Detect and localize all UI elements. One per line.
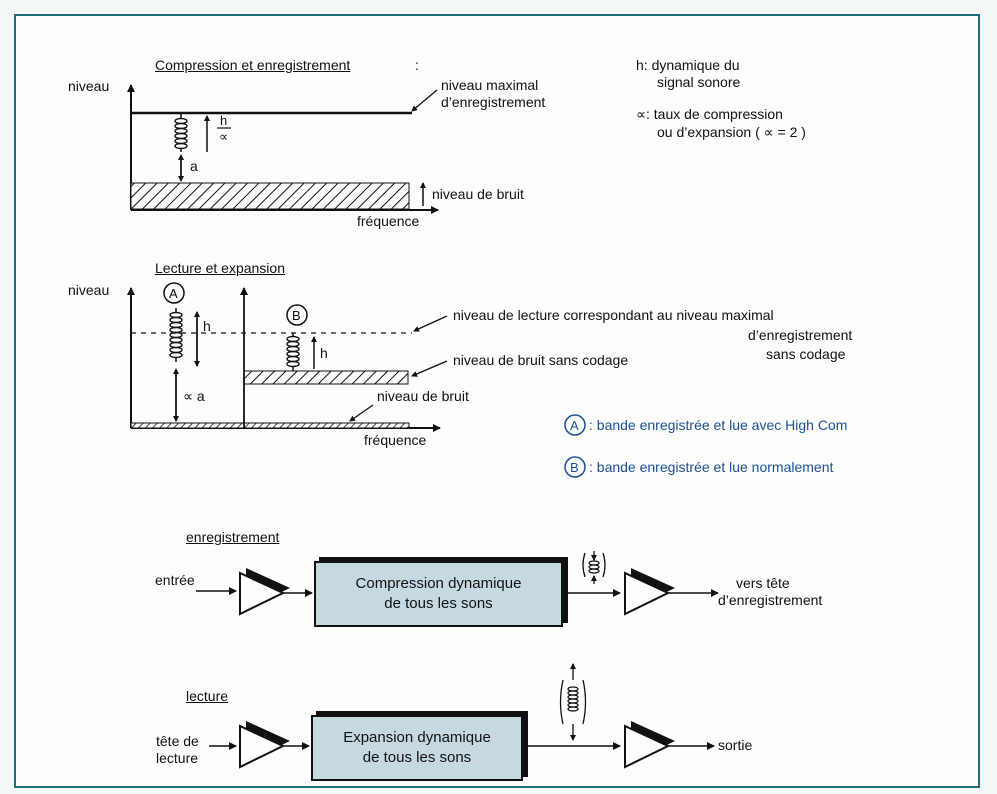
top-plot [127,84,439,214]
mid-spring-a [169,308,183,362]
expansion-box-line-2: de tous les sons [362,749,472,766]
mid-h-label-a: h [203,318,211,334]
mid-spring-b [286,333,300,371]
rec-output-label-1: vers tête [736,575,790,591]
legend-a-marker: A [570,418,579,433]
play-title: lecture [186,688,229,704]
legend-a-circle [564,414,586,436]
mid-marker-b-circle [286,304,308,326]
mid-noise-label: niveau de bruit [377,388,469,404]
top-noise-band [130,182,410,210]
play-signal-indicator [559,663,587,741]
rec-title: enregistrement [186,529,280,545]
rec-amplifier-2 [624,568,675,616]
legend-b-circle [564,456,586,478]
mid-marker-b: B [292,308,301,323]
play-output-label: sortie [718,737,753,753]
rec-input-label: entrée [155,572,195,588]
rec-amplifier-1 [239,568,290,616]
mid-x-label: fréquence [364,432,427,448]
mid-nocode-noise-band [243,370,409,385]
top-a-label: a [190,158,198,174]
mid-reading-pointer [413,315,448,332]
play-amplifier-1 [239,721,290,769]
mid-nocode-noise-label: niveau de bruit sans codage [453,352,629,368]
expansion-box: Expansion dynamique de tous les sons [311,715,523,781]
compression-box: Compression dynamique de tous les sons [314,561,563,627]
mid-y-label: niveau [68,282,110,298]
top-signal-spring [174,113,188,152]
rec-signal-indicator [582,551,606,584]
rec-output-label-2: d’enregistrement [718,592,823,608]
play-input-label-2: lecture [156,750,199,766]
middle-plot [127,282,586,478]
top-title: Compression et enregistrement [155,57,351,73]
top-h-numerator: h [220,113,228,128]
mid-reading-label-1: niveau de lecture correspondant au nivea… [453,307,774,323]
top-max-label-1: niveau maximal [441,77,539,93]
record-chain [196,551,719,616]
legend-h-def-2: signal sonore [657,74,741,90]
mid-noise-pointer [349,404,374,422]
mid-title: Lecture et expansion [155,260,285,276]
legend-h-def-1: h: dynamique du [636,57,740,73]
top-max-label-2: d’enregistrement [441,94,546,110]
figure-frame [14,14,980,788]
mid-alpha-a-label: ∝ a [183,388,205,404]
top-max-pointer [411,89,438,112]
legend-alpha-def-1: ∝: taux de compression [636,106,783,122]
top-x-label: fréquence [357,213,420,229]
mid-reading-label-3: sans codage [766,346,846,362]
top-title-colon: : [415,57,419,73]
mid-marker-a: A [169,286,178,301]
mid-h-label-b: h [320,345,328,361]
legend-b-marker: B [570,460,579,475]
mid-noise-band [130,422,410,429]
top-h-denominator: ∝ [219,129,229,144]
mid-nocode-pointer [411,360,448,377]
mid-reading-label-2: d’enregistrement [748,327,853,343]
top-y-label: niveau [68,78,110,94]
compression-box-line-2: de tous les sons [384,595,493,612]
play-chain [209,663,715,769]
play-amplifier-2 [624,721,675,769]
legend-a-text: : bande enregistrée et lue avec High Com [589,417,848,433]
top-noise-label: niveau de bruit [432,186,524,202]
mid-marker-a-circle [163,282,185,304]
expansion-box-line-1: Expansion dynamique [343,729,491,746]
compression-box-line-1: Compression dynamique [355,575,522,592]
play-input-label-1: tête de [156,733,199,749]
legend-b-text: : bande enregistrée et lue normalement [589,459,834,475]
legend-alpha-def-2: ou d’expansion ( ∝ = 2 ) [657,124,806,140]
